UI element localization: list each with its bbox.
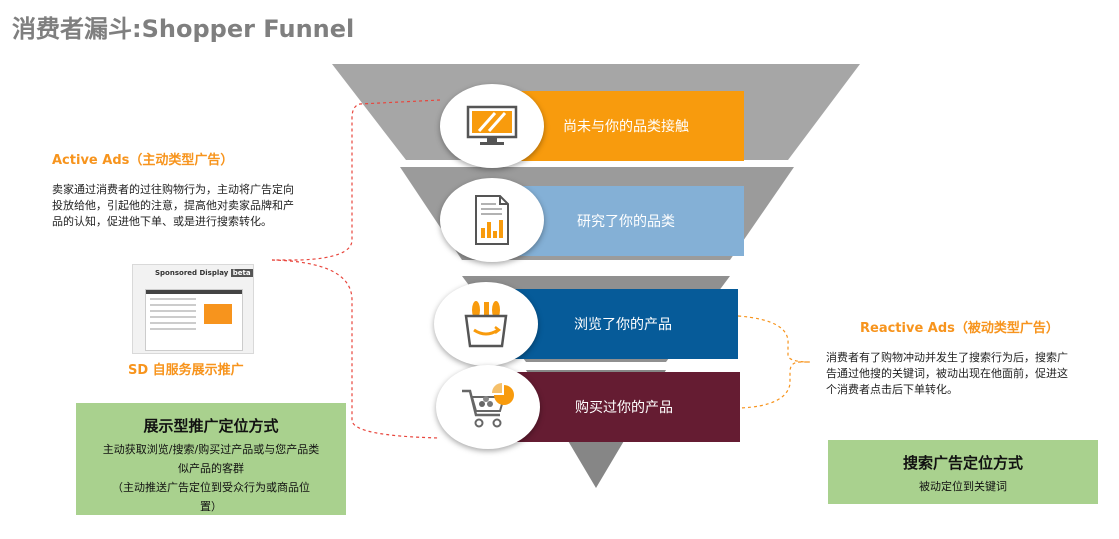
active-ads-line: 品的认知，促进他下单、或是进行搜索转化。 bbox=[52, 215, 272, 228]
sd-label: SD 自服务展示推广 bbox=[128, 363, 244, 378]
reactive-ads-line: 消费者有了购物冲动并发生了搜索行为后，搜索广 bbox=[826, 351, 1068, 364]
sponsored-display-thumbnail: Sponsored Display beta bbox=[132, 264, 254, 354]
active-ads-heading: Active Ads（主动类型广告） bbox=[52, 153, 234, 168]
display-line: 置） bbox=[200, 500, 222, 513]
funnel-stage-1-band: 尚未与你的品类接触 bbox=[508, 91, 744, 161]
display-targeting-body: 主动获取浏览/搜索/购买过产品或与您产品类 似产品的客群 （主动推送广告定位到受… bbox=[76, 440, 346, 516]
search-targeting-title: 搜索广告定位方式 bbox=[902, 454, 1023, 472]
display-connector bbox=[271, 259, 441, 439]
thumb-page-preview bbox=[145, 289, 243, 351]
display-targeting-title: 展示型推广定位方式 bbox=[143, 417, 279, 435]
funnel-stage-4-band: 购买过你的产品 bbox=[508, 372, 740, 442]
funnel-stage-4-label: 购买过你的产品 bbox=[575, 400, 673, 416]
page-title: 消费者漏斗:Shopper Funnel bbox=[12, 15, 355, 43]
display-line: 主动获取浏览/搜索/购买过产品或与您产品类 bbox=[102, 443, 320, 456]
funnel-stage-3-label: 浏览了你的产品 bbox=[574, 317, 672, 333]
active-ads-connector bbox=[272, 99, 441, 261]
funnel-stage-2-label: 研究了你的品类 bbox=[577, 214, 675, 230]
thumb-title: Sponsored Display beta bbox=[155, 269, 253, 277]
funnel-stage-2-band: 研究了你的品类 bbox=[508, 186, 744, 256]
reactive-ads-line: 告通过他搜的关键词，被动出现在他面前，促进这 bbox=[826, 367, 1068, 380]
search-targeting-body: 被动定位到关键词 bbox=[919, 480, 1007, 493]
funnel-stage-3-band: 浏览了你的产品 bbox=[508, 289, 738, 359]
display-line: 似产品的客群 bbox=[178, 462, 244, 475]
beta-badge: beta bbox=[230, 269, 253, 277]
thumb-ad-icon bbox=[204, 304, 232, 324]
reactive-ads-line: 个消费者点击后下单转化。 bbox=[826, 383, 958, 396]
funnel-stage-1-label: 尚未与你的品类接触 bbox=[563, 119, 689, 135]
search-targeting-box: 搜索广告定位方式 被动定位到关键词 bbox=[828, 440, 1098, 504]
monitor-icon bbox=[440, 84, 544, 168]
display-line: （主动推送广告定位到受众行为或商品位 bbox=[112, 481, 310, 494]
document-chart-icon bbox=[440, 178, 544, 262]
shopping-bag-icon bbox=[434, 282, 538, 366]
reactive-ads-description: 消费者有了购物冲动并发生了搜索行为后，搜索广 告通过他搜的关键词，被动出现在他面… bbox=[826, 350, 1116, 398]
active-ads-line: 卖家通过消费者的过往购物行为，主动将广告定向 bbox=[52, 183, 294, 196]
display-targeting-box: 展示型推广定位方式 主动获取浏览/搜索/购买过产品或与您产品类 似产品的客群 （… bbox=[76, 403, 346, 515]
active-ads-description: 卖家通过消费者的过往购物行为，主动将广告定向 投放给他，引起他的注意，提高他对卖… bbox=[52, 182, 342, 230]
active-ads-line: 投放给他，引起他的注意，提高他对卖家品牌和产 bbox=[52, 199, 294, 212]
reactive-ads-heading: Reactive Ads（被动类型广告） bbox=[860, 321, 1059, 336]
reactive-ads-connector bbox=[737, 315, 811, 409]
shopping-cart-icon bbox=[436, 365, 540, 449]
